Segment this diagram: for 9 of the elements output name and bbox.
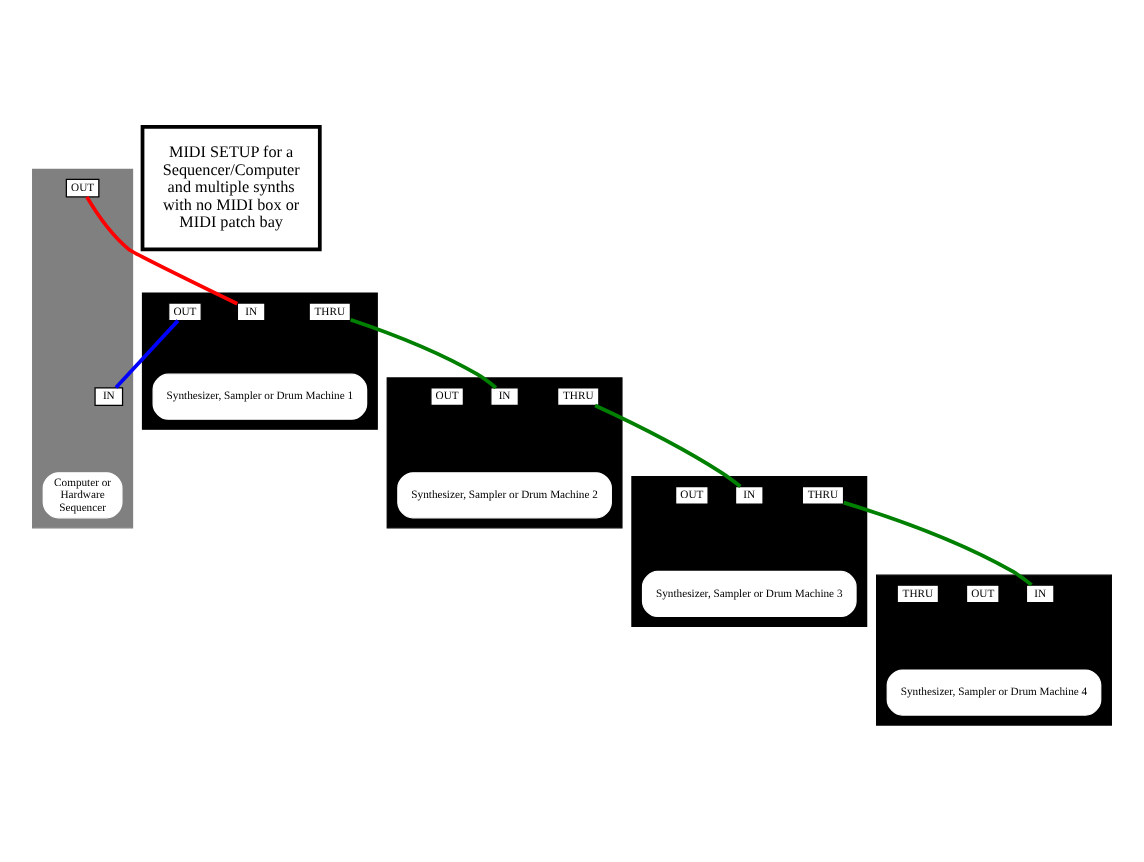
connector: [85, 195, 239, 306]
cluster: [876, 574, 1112, 726]
cluster: [141, 292, 378, 430]
cluster: [631, 475, 868, 627]
cluster: [386, 377, 623, 529]
cluster: [32, 168, 134, 529]
connector: [350, 317, 498, 390]
connector: [843, 500, 1033, 587]
connector: [594, 403, 742, 488]
